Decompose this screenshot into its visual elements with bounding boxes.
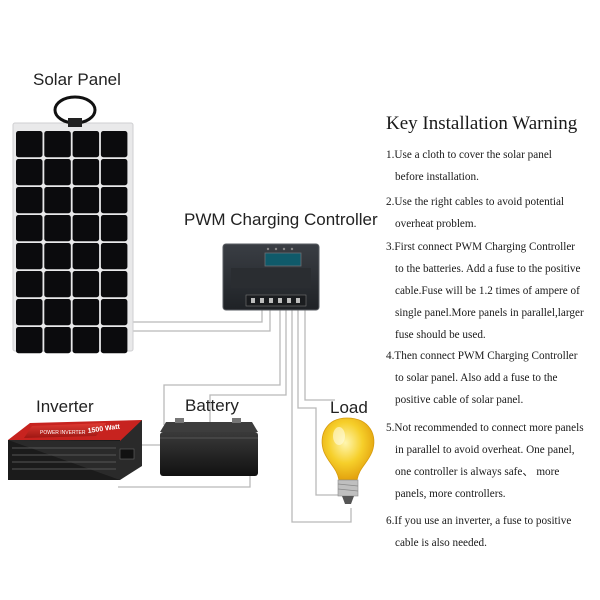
warning-line: cable is also needed.: [395, 537, 487, 549]
solar-cell: [44, 327, 71, 354]
wire-solar-pos: [131, 310, 263, 323]
warning-line: fuse should be used.: [395, 329, 486, 341]
solar-cell: [100, 131, 128, 158]
solar-cell: [72, 243, 100, 270]
solar-cell: [72, 299, 100, 326]
warning-line: overheat problem.: [395, 218, 477, 230]
warning-line: 3.First connect PWM Charging Controller: [386, 241, 576, 253]
solar-cell: [100, 271, 128, 298]
solar-cell: [44, 299, 71, 326]
warning-line: one controller is always safe、 more: [395, 466, 560, 478]
battery-label: Battery: [185, 396, 239, 415]
warning-line: in parallel to avoid overheat. One panel…: [395, 444, 575, 456]
solar-cell: [16, 327, 43, 354]
light-bulb: [321, 417, 375, 504]
solar-cell: [16, 187, 43, 214]
solar-cell: [72, 131, 100, 158]
warning-item: 3.First connect PWM Charging Controller …: [386, 236, 600, 346]
solar-cell: [44, 215, 71, 242]
solar-cell: [72, 327, 100, 354]
warning-line: positive cable of solar panel.: [395, 394, 524, 406]
solar-cell: [100, 243, 128, 270]
pwm-controller: [222, 243, 320, 311]
warning-line: 4.Then connect PWM Charging Controller: [386, 350, 578, 362]
inverter: POWER INVERTER 1500 Watt: [8, 420, 142, 480]
wire-load-a: [297, 310, 340, 496]
warning-line: to the batteries. Add a fuse to the posi…: [395, 263, 581, 275]
warning-panel: Key Installation Warning 1.Use a cloth t…: [386, 112, 600, 549]
wire-load-c: [304, 310, 335, 401]
inverter-wattage: 1500 Watt: [87, 423, 121, 435]
warning-line: 5.Not recommended to connect more panels: [386, 422, 584, 434]
solar-cell: [16, 159, 43, 186]
solar-cell: [44, 243, 71, 270]
wire-battery-neg: [209, 310, 287, 425]
solar-cell: [72, 159, 100, 186]
warning-line: cable.Fuse will be 1.2 times of ampere o…: [395, 285, 580, 297]
solar-cell: [72, 215, 100, 242]
solar-cell: [100, 187, 128, 214]
solar-cell: [72, 187, 100, 214]
wires: [118, 310, 352, 523]
solar-cells: [16, 131, 128, 354]
controller-leds: [266, 247, 294, 251]
solar-cell: [100, 299, 128, 326]
solar-cell: [72, 271, 100, 298]
solar-panel-label: Solar Panel: [33, 70, 121, 89]
solar-cell: [16, 271, 43, 298]
warning-line: single panel.More panels in parallel,lar…: [395, 307, 584, 319]
solar-cell: [100, 215, 128, 242]
inverter-label: Inverter: [36, 397, 94, 416]
warning-line: 2.Use the right cables to avoid potentia…: [386, 196, 565, 208]
pwm-controller-label: PWM Charging Controller: [184, 210, 378, 229]
solar-panel: [12, 95, 134, 354]
warning-item: 5.Not recommended to connect more panels…: [386, 417, 600, 505]
controller-terminals: [251, 298, 300, 303]
warning-title: Key Installation Warning: [386, 113, 578, 134]
warning-line: to solar panel. Also add a fuse to the: [395, 372, 558, 384]
wire-load-b: [291, 310, 352, 523]
solar-cell: [16, 299, 43, 326]
warning-line: panels, more controllers.: [395, 488, 506, 500]
battery: [160, 418, 258, 476]
warning-item: 2.Use the right cables to avoid potentia…: [386, 191, 600, 235]
warning-line: 1.Use a cloth to cover the solar panel: [386, 149, 552, 161]
wire-battery-pos: [163, 310, 281, 425]
solar-cell: [16, 131, 43, 158]
warning-line: before installation.: [395, 171, 479, 183]
warning-item: 4.Then connect PWM Charging Controller t…: [386, 345, 600, 411]
load-label: Load: [330, 398, 368, 417]
solar-cell: [44, 271, 71, 298]
inverter-face-text: POWER INVERTER: [40, 430, 86, 436]
warning-item: 6.If you use an inverter, a fuse to posi…: [386, 510, 600, 554]
wire-solar-neg: [131, 310, 271, 332]
solar-cell: [44, 159, 71, 186]
solar-cell: [44, 187, 71, 214]
solar-cell: [16, 215, 43, 242]
solar-cell: [16, 243, 43, 270]
warning-line: 6.If you use an inverter, a fuse to posi…: [386, 515, 572, 527]
solar-cell: [44, 131, 71, 158]
solar-cell: [100, 327, 128, 354]
warning-item: 1.Use a cloth to cover the solar panel b…: [386, 144, 600, 188]
solar-cell: [100, 159, 128, 186]
